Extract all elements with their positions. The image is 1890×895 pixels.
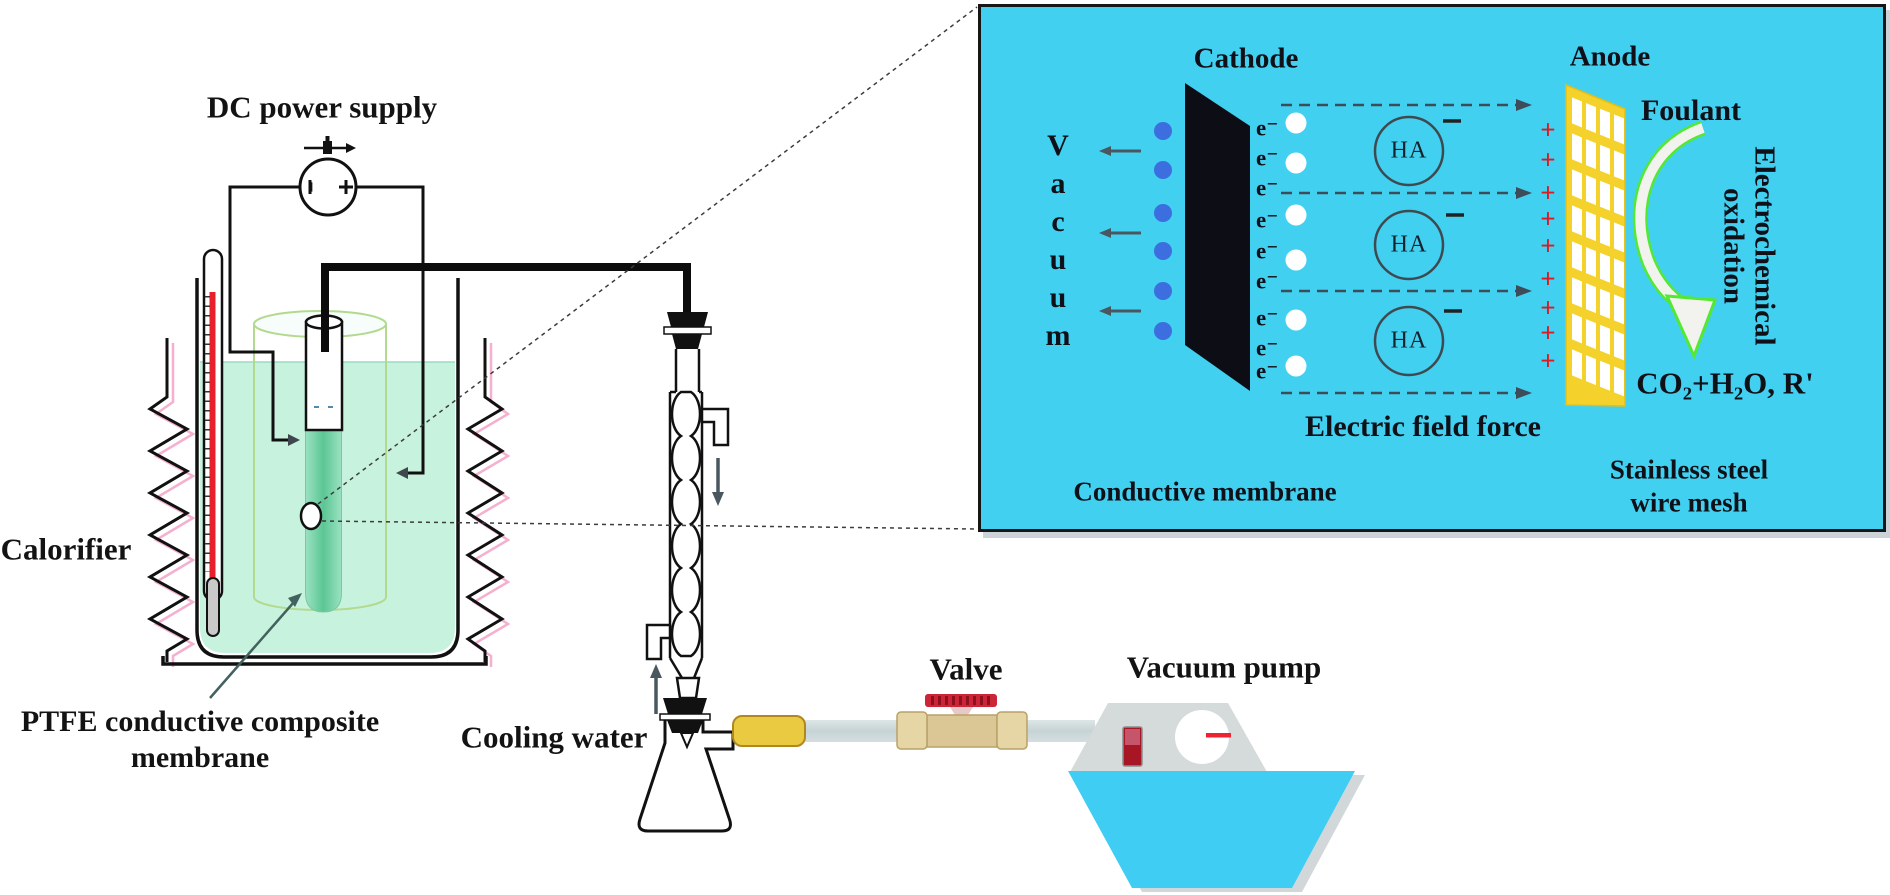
power-negative-symbol: − (299, 181, 322, 193)
electric-field-force-label: Electric field force (1305, 409, 1541, 443)
ptfe-pointer-arrow (209, 593, 302, 699)
cathode-plate (1185, 83, 1250, 391)
plus-charge: + (1540, 177, 1556, 208)
plus-charge: + (1540, 144, 1556, 175)
plus-charge: + (1540, 292, 1556, 323)
electrode-zoom-inset: Cathode Anode V a c u u m e⁻ e⁻ e⁻ e⁻ e⁻… (978, 4, 1886, 532)
electron-label: e⁻ (1256, 335, 1279, 361)
foulant-label: Foulant (1640, 93, 1742, 127)
vacuum-letter: c (1051, 205, 1065, 238)
pump-basin (1068, 771, 1355, 888)
vacuum-pipe-left (805, 720, 900, 742)
zoom-target-ellipse (299, 501, 323, 531)
vacuum-pump (1068, 703, 1365, 892)
vapor-line-wire (321, 263, 691, 352)
stainless-steel-label-line1: Stainless steel (1609, 454, 1769, 485)
electron-label: e⁻ (1256, 115, 1279, 141)
ptfe-label-line2: membrane (130, 740, 270, 774)
plus-charge: + (1540, 263, 1556, 294)
products-label: CO₂+H₂O, R' (1636, 365, 1814, 401)
electron-label: e⁻ (1256, 238, 1279, 264)
plus-charge: + (1540, 230, 1556, 261)
plus-charge: + (1540, 345, 1556, 376)
condenser-bulbs (670, 390, 702, 658)
ha-label: HA (1390, 327, 1428, 354)
cathode-label: Cathode (1193, 42, 1299, 75)
collection-flask (637, 716, 735, 833)
valve-body (896, 694, 1028, 750)
anode-label: Anode (1569, 40, 1651, 73)
stainless-steel-label-line2: wire mesh (1630, 487, 1748, 518)
vacuum-letter: V (1047, 129, 1069, 162)
foulant-arrow (1632, 120, 1718, 360)
calorifier-coils (146, 338, 511, 667)
vacuum-arrows (1099, 146, 1141, 316)
beaker (195, 278, 460, 659)
pump-dial (1175, 710, 1229, 764)
ha-label: HA (1390, 231, 1428, 258)
permeate-dots (1154, 122, 1172, 340)
beaker-stand (161, 656, 488, 666)
conductive-membrane-label: Conductive membrane (1073, 476, 1337, 507)
ha-label: HA (1390, 137, 1428, 164)
plus-charge: + (1540, 317, 1556, 348)
cathode-wire-arrowhead (288, 434, 300, 446)
tube-adapter (732, 715, 806, 747)
membrane-tube (305, 419, 342, 613)
vacuum-letter: u (1049, 243, 1067, 276)
vacuum-letter: a (1050, 167, 1066, 200)
electrochemical-oxidation-label: Electrochemical oxidation (1717, 146, 1781, 346)
electron-label: e⁻ (1256, 145, 1279, 171)
zoom-link-lines (317, 6, 978, 530)
inset-drawing (1099, 83, 1718, 407)
flask-adapter (659, 698, 711, 750)
calorifier-label: Calorifier (0, 531, 132, 567)
field-arrows (1281, 99, 1532, 399)
electron-label: e⁻ (1256, 305, 1279, 331)
electron-label: e⁻ (1256, 175, 1279, 201)
electrode-wires (228, 185, 425, 475)
vapor-dots (1285, 112, 1307, 377)
ptfe-label-line1: PTFE conductive composite (20, 704, 380, 738)
plus-charge: + (1540, 114, 1556, 145)
anode-wire-arrowhead (396, 467, 408, 479)
vacuum-letter: u (1049, 281, 1067, 314)
ha-charge-marks (1443, 119, 1464, 313)
plus-charge: + (1540, 203, 1556, 234)
condenser-inlet-arm (645, 623, 672, 661)
anode-mesh (1565, 83, 1626, 407)
thermometer (202, 248, 224, 637)
vacuum-pipe-right (1027, 720, 1095, 742)
electron-label: e⁻ (1256, 268, 1279, 294)
ha-ion-circles (1373, 115, 1445, 377)
dc-power-supply-symbol (298, 136, 358, 217)
electron-label: e⁻ (1256, 207, 1279, 233)
condenser (645, 312, 730, 714)
condenser-outlet-arm (700, 407, 730, 447)
vacuum-letter: m (1045, 319, 1071, 352)
dc-power-supply-label: DC power supply (206, 89, 438, 125)
cooling-water-label: Cooling water (460, 719, 648, 755)
electron-label: e⁻ (1256, 358, 1279, 384)
vacuum-pump-label: Vacuum pump (1126, 649, 1322, 685)
valve-label: Valve (929, 651, 1003, 687)
